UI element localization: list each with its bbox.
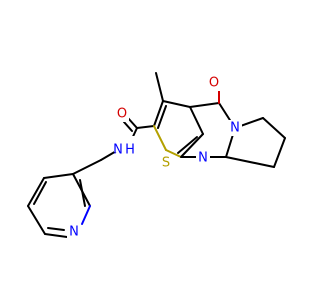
pyridine-ring bbox=[27, 173, 91, 238]
amide-oxygen-label: O bbox=[117, 107, 127, 122]
pyridine-nitrogen-label: N bbox=[69, 225, 79, 240]
thiophene-sulfur-label: S bbox=[162, 156, 170, 171]
amide-nitrogen-label: N bbox=[113, 143, 123, 158]
methylene-linker bbox=[72, 149, 119, 175]
atom-labels: N H O S O N N N bbox=[67, 75, 242, 240]
pyrimidine-nitrogen-label: N bbox=[198, 151, 208, 166]
thiophene-ring bbox=[153, 100, 204, 158]
pyrimidinone-ring bbox=[180, 89, 236, 158]
carbonyl-oxygen-label: O bbox=[209, 76, 219, 91]
methyl-group bbox=[155, 72, 164, 102]
amide-hydrogen-label: H bbox=[125, 143, 135, 158]
molecule-structure: N H O S O N N N bbox=[27, 72, 286, 240]
bridgehead-nitrogen-label: N bbox=[230, 121, 240, 136]
